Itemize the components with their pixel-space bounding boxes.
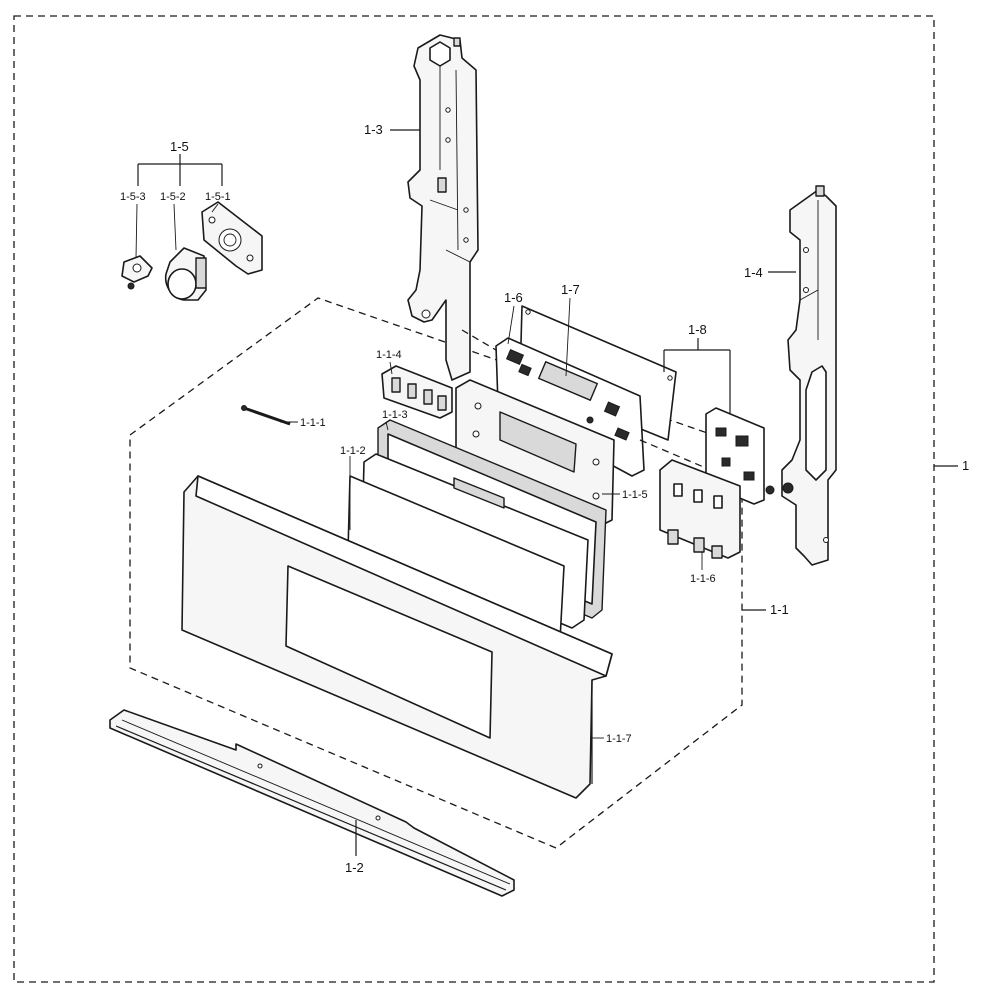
label-1-3: 1-3 xyxy=(364,122,383,137)
label-1-1-1: 1-1-1 xyxy=(300,417,326,429)
part-1-1-4-clip-bracket xyxy=(381,365,453,419)
part-1-4-bracket xyxy=(781,185,837,566)
part-1-1-7-control-panel xyxy=(181,475,613,799)
callout-labels: 1 1-1 1-2 1-3 1-4 1-5 1-5-1 1-5-2 1-5-3 … xyxy=(120,122,969,875)
part-1-5-3-fitting xyxy=(121,255,153,290)
label-1-5: 1-5 xyxy=(170,139,189,154)
label-1-1-3: 1-1-3 xyxy=(382,409,408,421)
label-1-1-4: 1-1-4 xyxy=(376,349,402,361)
label-1-2: 1-2 xyxy=(345,860,364,875)
subassembly-1-1-boundary xyxy=(129,297,743,849)
label-1-5-2: 1-5-2 xyxy=(160,191,186,203)
label-1-5-3: 1-5-3 xyxy=(120,191,146,203)
label-1-1-6: 1-1-6 xyxy=(690,573,716,585)
part-1-1-6-bracket xyxy=(659,459,741,559)
part-1-1-1-rod xyxy=(241,405,291,426)
part-1-5-2-motor xyxy=(164,247,207,301)
part-1-1-5-display-frame xyxy=(455,379,615,527)
leader-lines xyxy=(135,129,958,856)
part-1-5-1-mount-plate xyxy=(201,201,263,275)
part-1-2-rail xyxy=(109,709,515,897)
label-1-4: 1-4 xyxy=(744,265,763,280)
assembly-boundary xyxy=(13,15,935,983)
label-1-1: 1-1 xyxy=(770,602,789,617)
label-1-5-1: 1-5-1 xyxy=(205,191,231,203)
label-1-8: 1-8 xyxy=(688,322,707,337)
label-1: 1 xyxy=(962,458,969,473)
label-1-7: 1-7 xyxy=(561,282,580,297)
label-1-6: 1-6 xyxy=(504,290,523,305)
label-1-1-7: 1-1-7 xyxy=(606,733,632,745)
label-1-1-5: 1-1-5 xyxy=(622,489,648,501)
label-1-1-2: 1-1-2 xyxy=(340,445,366,457)
part-1-3-bracket xyxy=(407,34,479,381)
